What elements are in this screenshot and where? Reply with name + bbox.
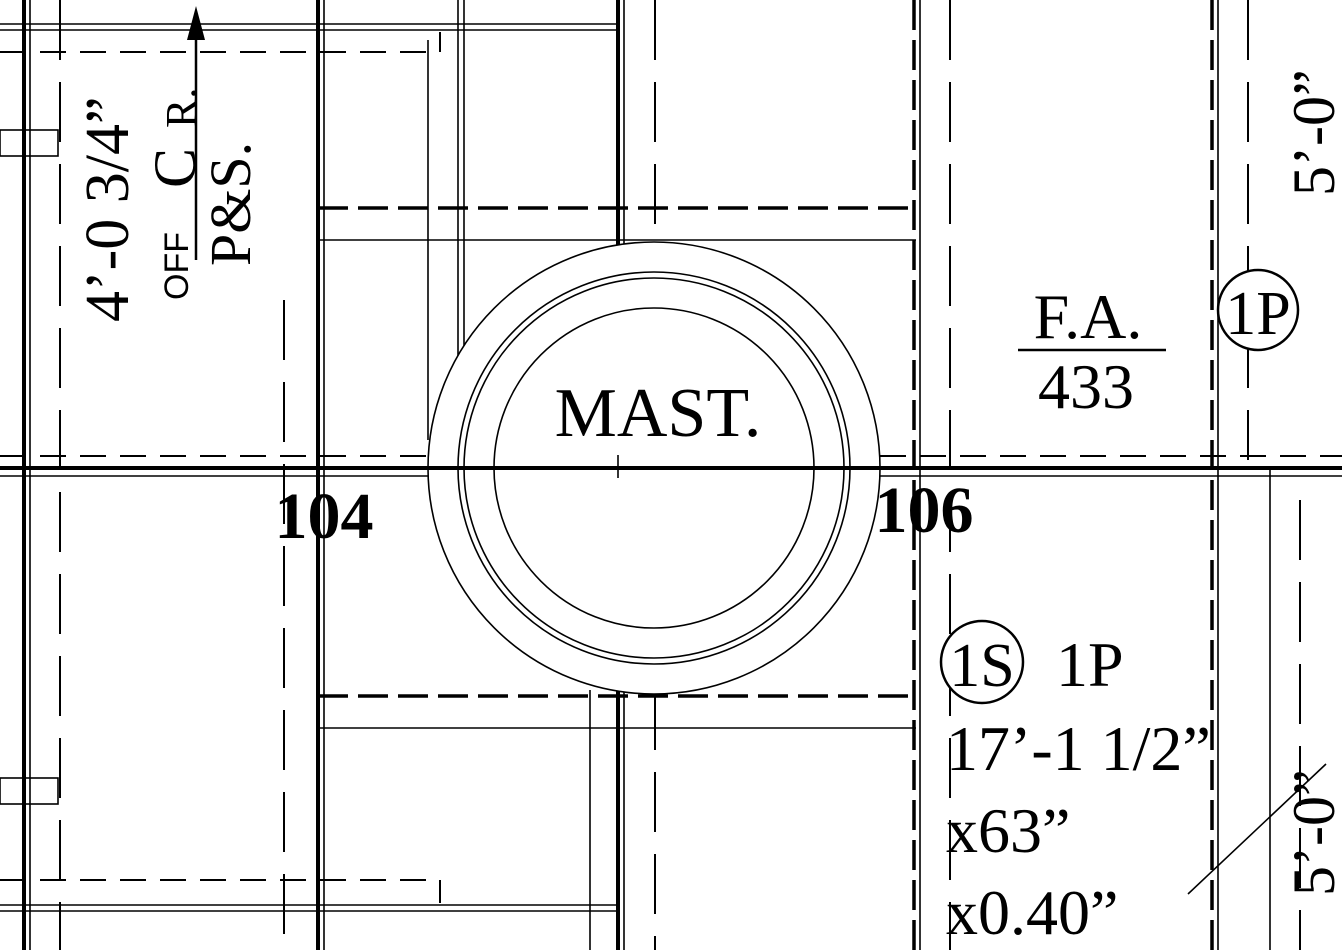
offset-dimension: 4’-0 3/4” [74,96,142,322]
arrow-up-icon [187,6,205,40]
left-frame-lines [0,0,61,950]
offset-ref-bottom: P&S. [198,142,263,266]
keel-columns [589,0,656,950]
offset-off: OFF [158,232,196,300]
mast-label: MAST. [555,375,762,452]
frame-label-104: 104 [275,480,374,553]
plate-annotation: 1S 1P 17’-1 1/2” x63” x0.40” [939,619,1211,948]
spacing-top: 5’-0” [1281,69,1342,196]
right-frame-lines [1210,0,1301,950]
tag-1p-circled: 1P [1216,268,1300,352]
tag-1s-circled-text: 1S [949,632,1014,700]
stiffener-outlines [0,23,620,912]
fa-number: 433 [1038,351,1134,422]
offset-annotation: 4’-0 3/4” OFF C R. P&S. [74,6,263,322]
offset-ref-top-sub: R. [157,88,206,128]
tag-1p-circled-text: 1P [1225,280,1290,348]
spacing-bottom: 5’-0” [1281,769,1342,896]
mast-circles [427,241,881,695]
plate-code: 1P [1056,629,1124,700]
frame-label-106: 106 [875,474,974,547]
fa-label: F.A. [1034,281,1143,352]
plate-thickness: x0.40” [946,877,1118,948]
plate-length: 17’-1 1/2” [946,713,1211,784]
fa-annotation: F.A. 433 [1018,281,1166,422]
frame-106-lines [912,0,951,950]
plate-width: x63” [946,795,1070,866]
